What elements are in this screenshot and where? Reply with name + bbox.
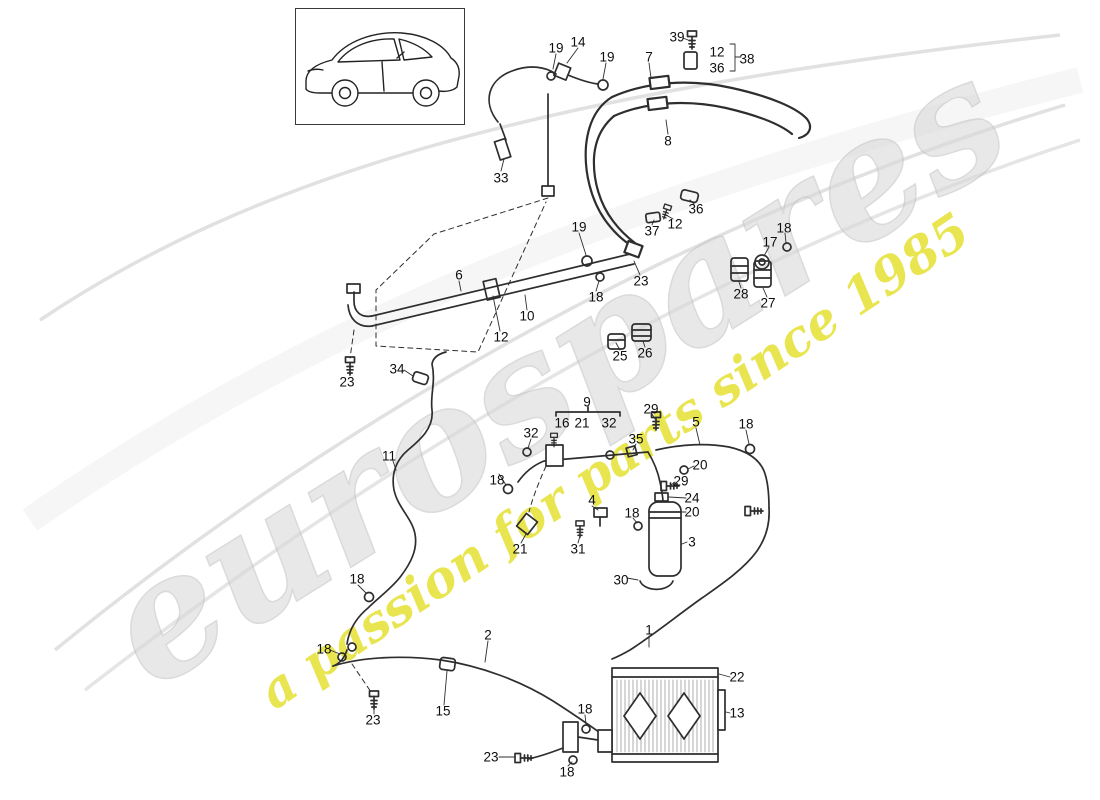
condenser-13 xyxy=(597,667,726,763)
part-label-19[interactable]: 19 xyxy=(599,49,615,65)
part-label-8[interactable]: 8 xyxy=(664,133,672,149)
couplers-27-28 xyxy=(730,257,772,288)
pipe-2 xyxy=(332,656,607,738)
part-label-1[interactable]: 1 xyxy=(645,622,653,638)
part-label-20[interactable]: 20 xyxy=(684,504,700,520)
part-label-23[interactable]: 23 xyxy=(483,749,499,765)
part-label-28[interactable]: 28 xyxy=(733,286,749,302)
part-label-29[interactable]: 29 xyxy=(643,401,659,417)
part-label-18[interactable]: 18 xyxy=(559,764,575,780)
vehicle-thumbnail xyxy=(295,8,465,125)
part-label-18[interactable]: 18 xyxy=(349,571,365,587)
hoses-7-8 xyxy=(584,74,812,259)
construction-dashes xyxy=(349,197,549,693)
pipe-5 xyxy=(655,443,770,517)
part-label-25[interactable]: 25 xyxy=(612,348,628,364)
leader-lines xyxy=(329,37,787,767)
part-label-5[interactable]: 5 xyxy=(692,414,700,430)
part-label-18[interactable]: 18 xyxy=(776,220,792,236)
part-label-30[interactable]: 30 xyxy=(613,572,629,588)
part-label-35[interactable]: 35 xyxy=(628,431,644,447)
part-label-19[interactable]: 19 xyxy=(548,40,564,56)
receiver-drier-3 xyxy=(639,501,682,591)
pipe-11 xyxy=(332,351,447,667)
part-label-4[interactable]: 4 xyxy=(588,492,596,508)
part-label-21[interactable]: 21 xyxy=(512,541,528,557)
part-label-33[interactable]: 33 xyxy=(493,170,509,186)
part-label-3[interactable]: 3 xyxy=(688,534,696,550)
part-label-22[interactable]: 22 xyxy=(729,669,745,685)
double-pipe-6-10 xyxy=(346,253,635,328)
part-label-11[interactable]: 11 xyxy=(381,448,397,464)
part-label-31[interactable]: 31 xyxy=(570,541,586,557)
part-label-10[interactable]: 10 xyxy=(519,308,535,324)
part-label-9[interactable]: 9 xyxy=(583,394,591,410)
part-label-20[interactable]: 20 xyxy=(692,457,708,473)
part-label-38[interactable]: 38 xyxy=(739,51,755,67)
couplers-25-26 xyxy=(607,323,652,350)
part-label-39[interactable]: 39 xyxy=(669,29,685,45)
part-label-19[interactable]: 19 xyxy=(571,219,587,235)
part-label-12[interactable]: 12 xyxy=(709,44,725,60)
part-label-17[interactable]: 17 xyxy=(762,234,778,250)
part-label-36[interactable]: 36 xyxy=(688,201,704,217)
part-label-24[interactable]: 24 xyxy=(684,490,700,506)
car-illustration xyxy=(305,32,460,107)
part-label-2[interactable]: 2 xyxy=(484,627,492,643)
part-label-37[interactable]: 37 xyxy=(644,223,660,239)
valve-cluster-9 xyxy=(502,406,649,495)
part-label-12[interactable]: 12 xyxy=(493,329,509,345)
hose-assembly-top xyxy=(488,62,609,197)
part-label-18[interactable]: 18 xyxy=(624,505,640,521)
part-label-21[interactable]: 21 xyxy=(574,415,590,431)
part-label-23[interactable]: 23 xyxy=(339,374,355,390)
part-label-6[interactable]: 6 xyxy=(455,267,463,283)
part-label-32[interactable]: 32 xyxy=(523,425,539,441)
part-label-27[interactable]: 27 xyxy=(760,295,776,311)
part-label-12[interactable]: 12 xyxy=(667,216,683,232)
part-label-26[interactable]: 26 xyxy=(637,345,653,361)
part-label-14[interactable]: 14 xyxy=(570,34,586,50)
part-label-18[interactable]: 18 xyxy=(577,701,593,717)
part-label-29[interactable]: 29 xyxy=(673,473,689,489)
part-label-13[interactable]: 13 xyxy=(729,705,745,721)
part-label-16[interactable]: 16 xyxy=(554,415,570,431)
part-label-15[interactable]: 15 xyxy=(435,703,451,719)
bottom-fittings xyxy=(344,356,599,765)
part-label-23[interactable]: 23 xyxy=(365,712,381,728)
part-label-18[interactable]: 18 xyxy=(588,289,604,305)
part-label-32[interactable]: 32 xyxy=(601,415,617,431)
part-label-7[interactable]: 7 xyxy=(645,49,653,65)
mounting-parts xyxy=(515,507,643,538)
part-label-36[interactable]: 36 xyxy=(709,60,725,76)
part-label-18[interactable]: 18 xyxy=(489,472,505,488)
part-label-18[interactable]: 18 xyxy=(316,641,332,657)
part-label-34[interactable]: 34 xyxy=(389,361,405,377)
part-label-18[interactable]: 18 xyxy=(738,416,754,432)
watermark-swoosh xyxy=(22,33,1084,692)
bracket-38 xyxy=(683,30,698,70)
part-label-23[interactable]: 23 xyxy=(633,273,649,289)
pipe-1 xyxy=(611,507,770,660)
